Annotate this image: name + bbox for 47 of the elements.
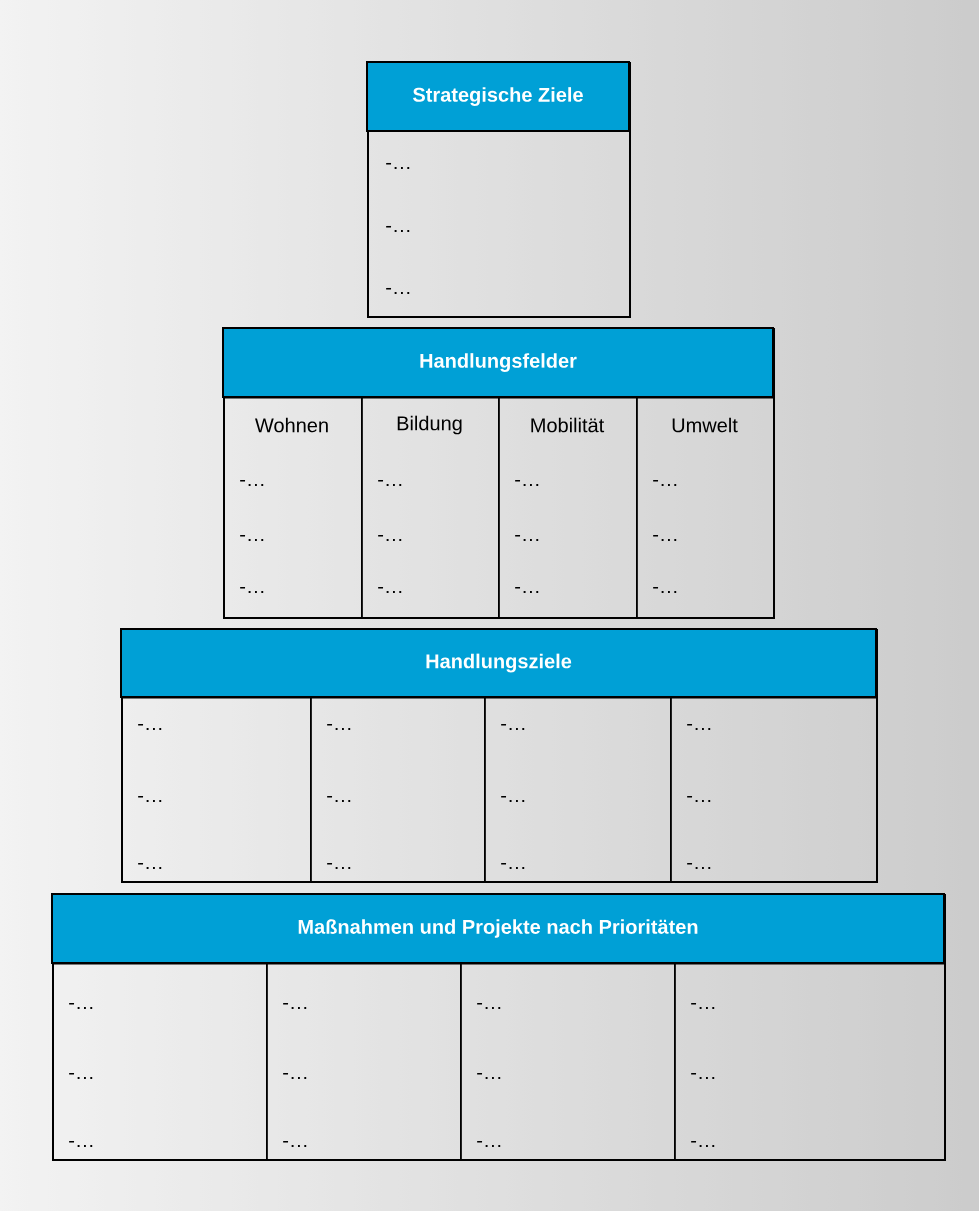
header-bar: Maßnahmen und Projekte nach Prioritäten bbox=[51, 893, 945, 964]
item-text: -… bbox=[515, 534, 539, 542]
item-text: -… bbox=[653, 534, 677, 542]
item-text: -… bbox=[687, 795, 711, 803]
item-text: -… bbox=[386, 162, 410, 170]
column-heading: Wohnen bbox=[255, 417, 328, 433]
column-heading: Mobilität bbox=[531, 417, 605, 433]
item-text: -… bbox=[515, 586, 539, 594]
item-text: -… bbox=[327, 795, 351, 803]
item-text: -… bbox=[653, 479, 677, 487]
item-text: -… bbox=[327, 862, 351, 870]
item-text: -… bbox=[477, 1141, 501, 1148]
item-text: -… bbox=[501, 795, 525, 803]
item-text: -… bbox=[687, 862, 711, 870]
item-text: -… bbox=[501, 862, 525, 870]
item-text: -… bbox=[515, 479, 539, 487]
item-text: -… bbox=[378, 586, 402, 594]
item-text: -… bbox=[691, 1141, 715, 1148]
item-text: -… bbox=[283, 1003, 307, 1010]
item-text: -… bbox=[138, 862, 162, 870]
item-text: -… bbox=[378, 479, 402, 487]
item-text: -… bbox=[477, 1003, 501, 1010]
item-text: -… bbox=[283, 1141, 307, 1148]
item-text: -… bbox=[138, 723, 162, 731]
header-bar: Handlungsfelder bbox=[222, 327, 774, 398]
item-text: -… bbox=[240, 586, 264, 594]
item-text: -… bbox=[69, 1073, 93, 1080]
item-text: -… bbox=[691, 1073, 715, 1080]
item-text: -… bbox=[501, 723, 525, 731]
item-text: -… bbox=[687, 723, 711, 731]
column-heading: Umwelt bbox=[672, 417, 738, 433]
item-text: -… bbox=[327, 723, 351, 731]
item-text: -… bbox=[240, 534, 264, 542]
item-text: -… bbox=[69, 1141, 93, 1148]
item-text: -… bbox=[386, 225, 410, 233]
item-text: -… bbox=[386, 287, 410, 295]
item-text: -… bbox=[691, 1003, 715, 1010]
item-text: -… bbox=[283, 1073, 307, 1080]
item-text: -… bbox=[378, 534, 402, 542]
column-heading: Bildung bbox=[397, 415, 462, 435]
header-bar: Handlungsziele bbox=[120, 628, 877, 698]
item-text: -… bbox=[69, 1003, 93, 1010]
item-text: -… bbox=[138, 795, 162, 803]
header-bar: Strategische Ziele bbox=[366, 61, 630, 132]
item-text: -… bbox=[653, 586, 677, 594]
item-text: -… bbox=[477, 1073, 501, 1080]
item-text: -… bbox=[240, 479, 264, 487]
